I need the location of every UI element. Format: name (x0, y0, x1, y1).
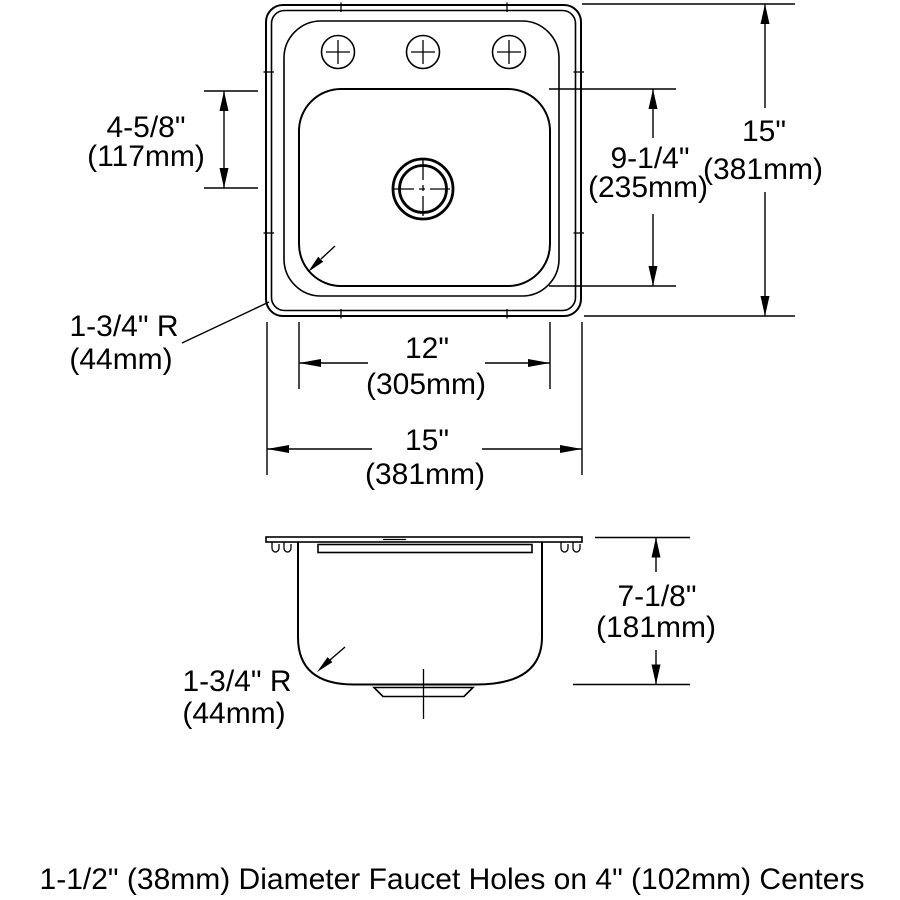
top-view: 1-3/4" R (44mm) 4-5/8" (117mm) 9-1/4" (2… (69, 2, 823, 491)
drain-fitting (372, 686, 475, 698)
corner-radius-metric: (44mm) (69, 343, 172, 376)
dim-bowl-depth-inches: 7-1/8" (617, 580, 696, 613)
arrowhead-up (648, 89, 658, 109)
bowl-profile (297, 542, 543, 686)
rim-profile (265, 536, 583, 543)
faucet-hole-circle (405, 34, 441, 70)
radius-arrow-shaft (329, 646, 346, 661)
side-view: 1-3/4" R (44mm) 7-1/8" (181mm) (182, 536, 716, 730)
dim-hole-to-drain-inches: 4-5/8" (106, 111, 185, 144)
arrowhead-up (651, 537, 661, 558)
dim-overall-front-to-back: 15" (381mm) (582, 3, 823, 317)
rim-tick-marks (263, 2, 584, 319)
arrowhead-left (267, 445, 289, 453)
drain (391, 157, 455, 221)
corner-radius-callout-top: 1-3/4" R (44mm) (69, 245, 336, 376)
arrowhead-down (651, 664, 661, 685)
radius-arrow-shaft (320, 245, 336, 260)
arrowhead-right (560, 445, 582, 453)
arrowhead-down (219, 168, 229, 188)
dim-hole-to-drain: 4-5/8" (117mm) (87, 90, 258, 189)
drain-profile (372, 669, 475, 719)
faucet-holes (320, 34, 527, 70)
dim-overall-width-metric: (381mm) (365, 458, 485, 491)
mounting-clips (271, 542, 581, 553)
faucet-hole-right (491, 34, 527, 70)
dim-bowl-front-to-back: 9-1/4" (235mm) (549, 88, 708, 287)
faucet-hole-circle (491, 34, 527, 70)
dim-bowl-front-to-back-metric: (235mm) (588, 171, 708, 204)
arrowhead-down (760, 296, 770, 316)
mounting-clip (572, 542, 581, 553)
arrowhead-up (760, 4, 770, 24)
caption: 1-1/2" (38mm) Diameter Faucet Holes on 4… (40, 863, 865, 896)
radius-arrowhead (317, 657, 333, 672)
faucet-hole-left (320, 34, 356, 70)
radius-arrowhead (308, 256, 324, 272)
arrowhead-up (219, 91, 229, 111)
arrowhead-right (528, 359, 550, 367)
deck-recess-profile (317, 543, 533, 554)
corner-radius-label: 1-3/4" R (69, 310, 178, 343)
corner-radius-label: 1-3/4" R (182, 665, 291, 698)
drain-outer-circle (391, 157, 455, 221)
radius-leader-line (181, 301, 270, 344)
dim-bowl-width-metric: (305mm) (366, 368, 486, 401)
sink-inner-rim (270, 9, 577, 312)
faucet-hole-center (405, 34, 441, 70)
corner-radius-metric: (44mm) (182, 697, 285, 730)
corner-radius-callout-side: 1-3/4" R (44mm) (182, 646, 346, 730)
dim-bowl-depth-metric: (181mm) (596, 611, 716, 644)
dim-overall-width-inches: 15" (405, 424, 449, 457)
faucet-hole-circle (320, 34, 356, 70)
bowl-outline (298, 88, 551, 287)
sink-outer-rim (265, 4, 582, 317)
mounting-clip (560, 542, 569, 553)
mounting-clip (271, 542, 280, 553)
arrowhead-down (648, 266, 658, 286)
dim-bowl-front-to-back-inches: 9-1/4" (610, 142, 689, 175)
mounting-clip (283, 542, 292, 553)
dim-bowl-width: 12" (305mm) (298, 322, 551, 401)
dim-overall-front-to-back-metric: (381mm) (703, 153, 823, 186)
dim-overall-front-to-back-inches: 15" (742, 115, 786, 148)
dim-bowl-depth: 7-1/8" (181mm) (573, 536, 716, 686)
dim-bowl-width-inches: 12" (405, 332, 449, 365)
arrowhead-left (299, 359, 321, 367)
deck-inner-edge (283, 20, 560, 297)
dim-overall-width: 15" (381mm) (266, 322, 583, 491)
dim-hole-to-drain-metric: (117mm) (87, 140, 205, 173)
